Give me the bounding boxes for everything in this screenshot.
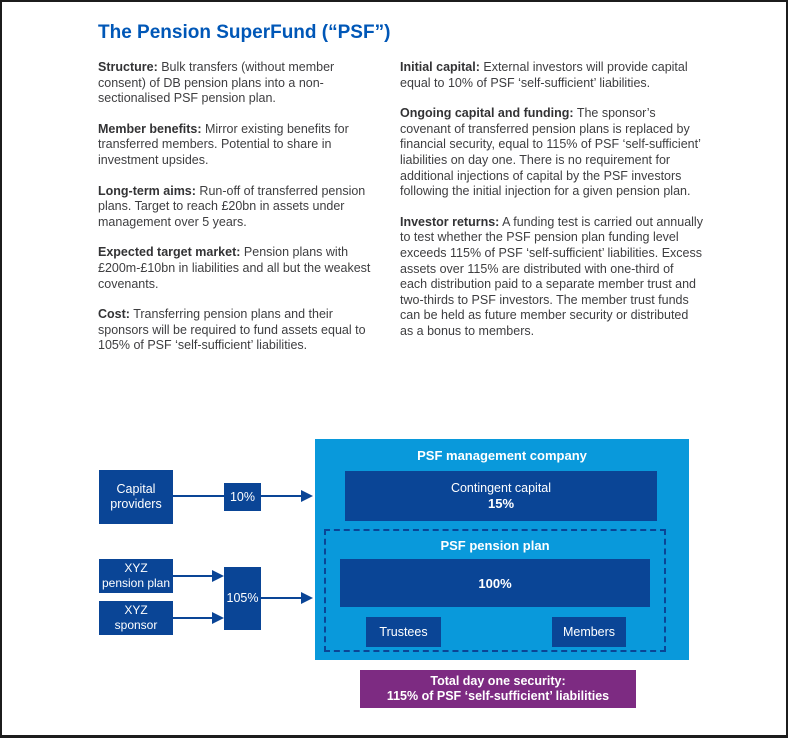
psf-pension-plan-label: PSF pension plan [440, 538, 550, 553]
section-label: Expected target market: [98, 245, 241, 260]
total-day-one-security-box: Total day one security: 115% of PSF ‘sel… [360, 670, 636, 708]
total-security-line1: Total day one security: [430, 673, 566, 688]
capital-flow-arrowhead-icon [301, 490, 313, 502]
section-text: Bulk transfers (without member consent) … [98, 60, 335, 106]
sponsor-flow-line [261, 597, 302, 599]
section-text: Transferring pension plans and their spo… [98, 307, 366, 353]
contingent-capital-value: 15% [487, 496, 515, 511]
capital-providers-box: Capital providers [99, 470, 173, 524]
page-title: The Pension SuperFund (“PSF”) [98, 22, 391, 43]
section-label: Structure: [98, 60, 158, 74]
section-label: Initial capital: [400, 60, 480, 74]
section-investor-returns: Investor returns: A funding test is carr… [400, 215, 704, 340]
psf-management-company-label: PSF management company [417, 448, 587, 463]
sponsor-flow-value-box: 105% [224, 567, 261, 630]
section-text: Mirror existing benefits for transferred… [98, 121, 349, 167]
xyz-sponsor-line2: sponsor [114, 618, 158, 632]
section-label: Ongoing capital and funding: [400, 106, 574, 121]
xyz-pension-plan-line2: pension plan [101, 576, 171, 590]
section-initial-capital: Initial capital: External investors will… [400, 60, 704, 91]
xyz-sponsor-flow-line [173, 617, 213, 619]
xyz-plan-flow-line [173, 575, 213, 577]
section-text: External investors will provide capital … [400, 60, 688, 90]
capital-providers-line2: providers [110, 497, 162, 511]
xyz-pension-plan-box: XYZ pension plan [99, 559, 173, 593]
section-text: Pension plans with £200m-£10bn in liabil… [98, 245, 371, 291]
contingent-capital-box: Contingent capital 15% [345, 471, 657, 521]
section-long-term-aims: Long-term aims: Run-off of transferred p… [98, 184, 376, 231]
section-member-benefits: Member benefits: Mirror existing benefit… [98, 122, 376, 169]
xyz-sponsor-box: XYZ sponsor [99, 601, 173, 635]
section-label: Long-term aims: [98, 183, 196, 198]
section-cost: Cost: Transferring pension plans and the… [98, 307, 376, 354]
psf-pension-plan-container: PSF pension plan 100% Trustees Members [324, 529, 666, 652]
xyz-sponsor-line1: XYZ [124, 603, 148, 617]
trustees-box: Trustees [366, 617, 441, 647]
section-text: The sponsor’s covenant of transferred pe… [400, 106, 701, 199]
pension-plan-value-box: 100% [340, 559, 650, 607]
xyz-sponsor-arrowhead-icon [212, 612, 224, 624]
capital-flow-value-box: 10% [224, 483, 261, 511]
members-box: Members [552, 617, 626, 647]
section-label: Cost: [98, 307, 130, 322]
section-structure: Structure: Bulk transfers (without membe… [98, 60, 376, 107]
capital-flow-line [173, 495, 302, 497]
xyz-pension-plan-line1: XYZ [124, 561, 148, 575]
section-text: Run-off of transferred pension plans. Ta… [98, 183, 366, 229]
section-text: A funding test is carried out annually t… [400, 214, 703, 338]
psf-management-company-container: PSF management company Contingent capita… [315, 439, 689, 660]
section-label: Investor returns: [400, 214, 500, 229]
xyz-plan-arrowhead-icon [212, 570, 224, 582]
section-expected-target-market: Expected target market: Pension plans wi… [98, 245, 376, 292]
sponsor-flow-arrowhead-icon [301, 592, 313, 604]
right-column: Initial capital: External investors will… [400, 60, 704, 355]
total-security-line2: 115% of PSF ‘self-sufficient’ liabilitie… [386, 689, 610, 703]
section-label: Member benefits: [98, 121, 202, 136]
contingent-capital-label: Contingent capital [450, 481, 552, 495]
left-column: Structure: Bulk transfers (without membe… [98, 60, 376, 369]
capital-providers-line1: Capital [116, 482, 156, 496]
section-ongoing-capital: Ongoing capital and funding: The sponsor… [400, 106, 704, 200]
